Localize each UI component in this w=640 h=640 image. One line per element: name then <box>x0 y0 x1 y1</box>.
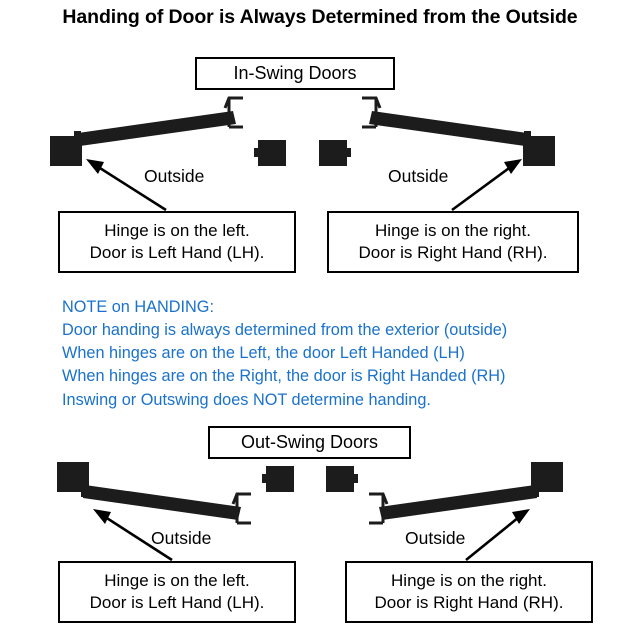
door-leaf-outswing-right <box>379 485 537 520</box>
outside-label-outswing-left: Outside <box>151 528 212 548</box>
strike-jamb-block-outswing-left <box>266 466 294 492</box>
callout-arrowhead-inswing-right <box>504 159 522 174</box>
note-line-2: When hinges are on the Left, the door Le… <box>62 344 465 363</box>
hinge-jamb-block-inswing-right <box>523 136 555 166</box>
section-header-inswing-label: In-Swing Doors <box>233 63 357 83</box>
strike-jamb-block-inswing-left <box>258 140 286 166</box>
callout-line-1: Hinge is on the right. <box>391 570 547 590</box>
callout-leader-line-inswing-right <box>451 161 517 212</box>
callout-box-outswing-left: Hinge is on the left. Door is Left Hand … <box>58 561 296 623</box>
callout-arrowhead-outswing-right <box>512 509 530 524</box>
callout-line-2: Door is Right Hand (RH). <box>374 593 564 612</box>
strike-plate-inswing-left <box>254 148 259 157</box>
callout-arrowhead-outswing-left <box>93 509 111 524</box>
callout-line-2: Door is Right Hand (RH). <box>358 243 548 262</box>
handing-note-block: NOTE on HANDING: Door handing is always … <box>62 296 507 412</box>
page-title: Handing of Door is Always Determined fro… <box>62 6 578 28</box>
hinge-jamb-block-outswing-left <box>57 462 89 492</box>
hinge-pivot-inswing-left <box>74 131 81 140</box>
hinge-pivot-inswing-right <box>524 131 531 140</box>
note-heading: NOTE on HANDING: <box>62 298 214 316</box>
door-latch-hardware-inswing-left <box>223 96 243 129</box>
section-header-outswing: Out-Swing Doors <box>208 426 411 459</box>
section-header-inswing: In-Swing Doors <box>195 57 395 90</box>
callout-line-1: Hinge is on the left. <box>104 570 250 590</box>
strike-plate-outswing-left <box>262 474 267 483</box>
strike-plate-inswing-right <box>346 148 351 157</box>
note-line-4: Inswing or Outswing does NOT determine h… <box>62 390 431 409</box>
outside-label-inswing-left: Outside <box>144 166 205 186</box>
door-leaf-inswing-left <box>78 111 236 146</box>
callout-arrowhead-inswing-left <box>86 159 104 174</box>
hinge-jamb-block-outswing-right <box>531 462 563 492</box>
door-plan-inswing-left <box>50 96 286 212</box>
note-line-3: When hinges are on the Right, the door i… <box>62 367 506 386</box>
strike-plate-outswing-right <box>353 474 358 483</box>
hinge-pivot-outswing-left <box>81 488 88 497</box>
hinge-pivot-outswing-right <box>532 488 539 497</box>
callout-line-2: Door is Left Hand (LH). <box>89 593 265 612</box>
callout-box-inswing-right: Hinge is on the right. Door is Right Han… <box>327 211 579 273</box>
door-latch-hardware-outswing-right <box>369 492 389 525</box>
section-header-outswing-label: Out-Swing Doors <box>240 432 379 452</box>
callout-box-outswing-right: Hinge is on the right. Door is Right Han… <box>345 561 593 623</box>
strike-jamb-block-inswing-right <box>319 140 347 166</box>
callout-line-2: Door is Left Hand (LH). <box>89 243 265 262</box>
callout-line-1: Hinge is on the right. <box>375 220 531 240</box>
callout-line-1: Hinge is on the left. <box>104 220 250 240</box>
outside-label-outswing-right: Outside <box>405 528 466 548</box>
outside-label-inswing-right: Outside <box>388 166 449 186</box>
callout-box-inswing-left: Hinge is on the left. Door is Left Hand … <box>58 211 296 273</box>
callout-leader-line-outswing-right <box>465 511 525 562</box>
strike-jamb-block-outswing-right <box>326 466 354 492</box>
hinge-jamb-block-inswing-left <box>50 136 82 166</box>
note-line-1: Door handing is always determined from t… <box>62 321 508 340</box>
door-leaf-inswing-right <box>369 111 527 146</box>
door-leaf-outswing-left <box>83 485 241 520</box>
door-latch-hardware-outswing-left <box>231 492 251 525</box>
door-latch-hardware-inswing-right <box>362 96 382 129</box>
door-plan-inswing-right <box>319 96 555 212</box>
